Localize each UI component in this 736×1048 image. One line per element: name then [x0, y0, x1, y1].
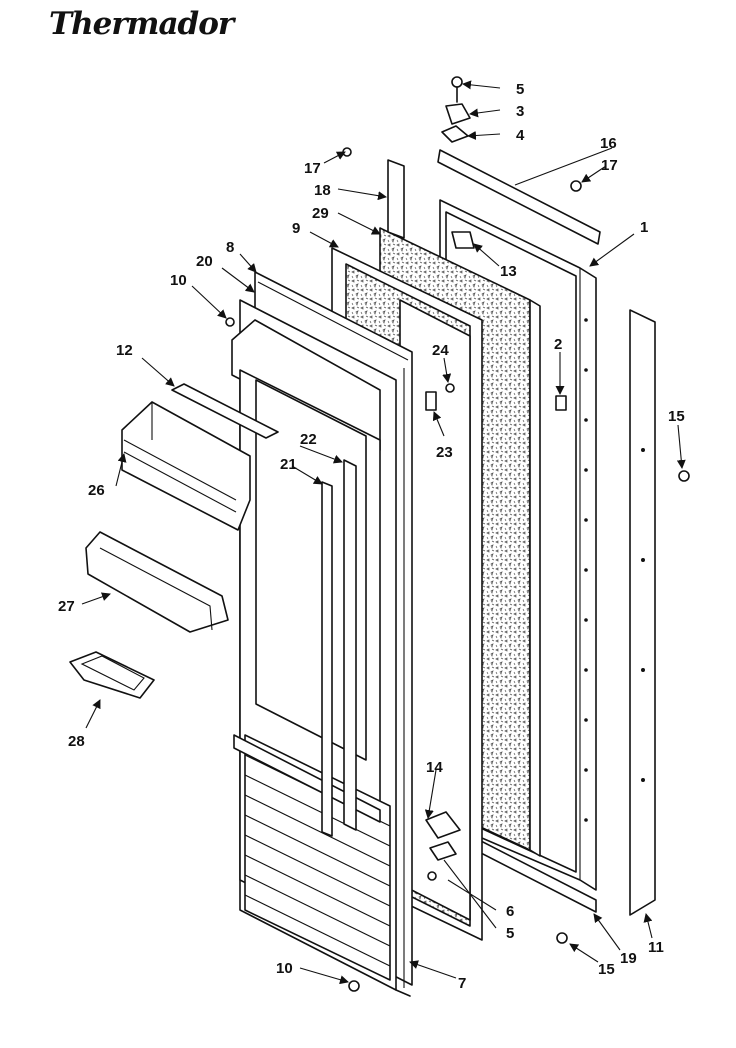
part-23-bracket	[425, 391, 437, 411]
part-labels: 5 3 4 16 17 17 18 29 9 1 8 20 13 10 2 12…	[58, 81, 685, 992]
part-16-top-bar	[437, 149, 601, 245]
label-4: 4	[516, 127, 525, 144]
label-6: 6	[506, 903, 514, 920]
part-24-screw	[445, 383, 455, 393]
brand-logo: Thermador	[49, 6, 234, 42]
part-28-tray	[69, 651, 155, 699]
label-2: 2	[554, 336, 562, 353]
part-7-trim	[395, 989, 411, 997]
part-27-door-shelf	[85, 531, 229, 633]
part-18-strip	[387, 159, 405, 239]
label-7: 7	[458, 975, 466, 992]
label-10-bottom: 10	[276, 960, 293, 977]
label-1: 1	[640, 219, 648, 236]
label-17-left: 17	[304, 160, 321, 177]
label-15-right: 15	[668, 408, 685, 425]
label-9: 9	[292, 220, 300, 237]
part-13-clip	[451, 231, 475, 249]
label-20: 20	[196, 253, 213, 270]
part-12-rail	[171, 383, 279, 439]
label-13: 13	[500, 263, 517, 280]
part-26-dairy-bin	[121, 401, 251, 531]
part-10-screws	[225, 317, 360, 992]
label-8: 8	[226, 239, 234, 256]
label-29: 29	[312, 205, 329, 222]
label-16: 16	[600, 135, 617, 152]
part-4-washer	[441, 125, 469, 143]
label-5-bottom: 5	[506, 925, 514, 942]
part-14-lower-hinge	[425, 811, 461, 861]
leader-lines	[81, 80, 686, 985]
part-2-catch	[555, 395, 567, 411]
label-18: 18	[314, 182, 331, 199]
part-15-screws	[556, 470, 690, 944]
label-14: 14	[426, 759, 443, 776]
label-23: 23	[436, 444, 453, 461]
part-21-breaker-strip	[321, 481, 333, 837]
label-5-top: 5	[516, 81, 524, 98]
label-12: 12	[116, 342, 133, 359]
label-26: 26	[88, 482, 105, 499]
part-6-screw	[427, 871, 437, 881]
label-11: 11	[648, 939, 664, 956]
label-22: 22	[300, 431, 317, 448]
door-inner-face	[231, 319, 391, 981]
label-3: 3	[516, 103, 524, 120]
label-27: 27	[58, 598, 75, 615]
label-19: 19	[620, 950, 637, 967]
label-24: 24	[432, 342, 449, 359]
label-17-right: 17	[601, 157, 618, 174]
label-21: 21	[280, 456, 297, 473]
part-5-screw-top	[451, 76, 463, 103]
label-10-top: 10	[170, 272, 187, 289]
label-28: 28	[68, 733, 85, 750]
label-15-bottom: 15	[598, 961, 615, 978]
part-22-breaker-strip	[343, 459, 357, 831]
part-11-trim-strip	[629, 309, 656, 916]
part-3-hinge	[445, 103, 471, 125]
